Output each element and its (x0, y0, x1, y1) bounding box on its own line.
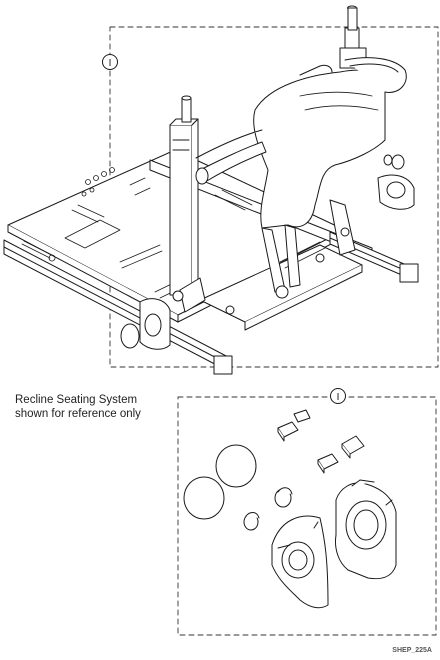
crossbar-tube (195, 129, 267, 185)
document-reference: SHEP_225A (392, 647, 432, 654)
base-plate-slots (21, 167, 326, 299)
callout-i-bottom: I (330, 388, 346, 404)
front-side-plate (271, 515, 329, 609)
rear-side-plate (335, 479, 397, 580)
caption-line-1: Recline Seating System (15, 394, 138, 406)
callout-i-bottom-label: I (337, 392, 340, 403)
plug-caps (277, 409, 365, 474)
disc-covers (183, 444, 257, 520)
rear-hinge-bracket (377, 154, 415, 210)
caption-line-2: shown for reference only (15, 408, 141, 420)
callout-i-top: I (102, 54, 118, 70)
bottom-dashed-detail-frame (177, 396, 437, 636)
left-upright-post (169, 95, 199, 296)
callout-i-top-label: I (109, 58, 112, 69)
front-hinge-bracket (120, 298, 171, 350)
knobs (243, 487, 293, 531)
seating-base-frame (3, 149, 419, 375)
reference-caption: Recline Seating System shown for referen… (15, 393, 141, 421)
recline-linkage (172, 199, 356, 315)
backrest-assembly (253, 57, 407, 229)
